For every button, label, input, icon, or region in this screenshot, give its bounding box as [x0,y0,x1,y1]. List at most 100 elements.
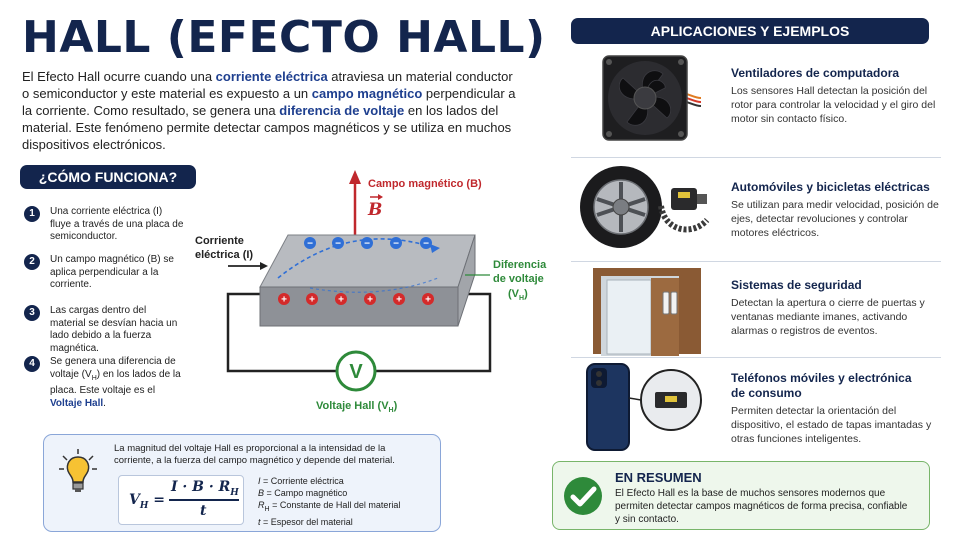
negative-charge-icon [304,237,316,249]
negative-charges: −−−−− [304,237,432,250]
page-title: HALL (EFECTO HALL) [22,12,546,63]
voltmeter-icon [335,350,377,392]
negative-charge-sign: − [393,239,399,250]
divider [571,357,941,358]
magnetic-field-label: Campo magnético (B) [368,178,482,190]
step-number: 3 [24,305,40,321]
app-item-phone: Teléfonos móviles y electrónica de consu… [571,362,941,454]
positive-charge-icon [393,293,405,305]
car-wheel-icon [580,166,710,248]
app-item-security: Sistemas de seguridad Detectan la apertu… [571,268,941,356]
app-title: Ventiladores de computadora [731,66,900,80]
positive-charge-sign: + [338,295,344,306]
negative-charge-sign: − [423,239,429,250]
negative-charge-sign: − [307,239,313,250]
step-number: 2 [24,254,40,270]
voltage-difference-label-2: de voltaje [493,273,544,285]
hall-voltage-formula: VH = I · B · RH t [118,475,244,525]
current-label-1: Corriente [195,235,244,247]
hall-voltage-label: Voltaje Hall (VH) [316,400,398,414]
magnetic-field-symbol: B [367,200,382,220]
intro-paragraph: El Efecto Hall ocurre cuando una corrien… [22,68,522,153]
positive-charge-icon [422,293,434,305]
app-description: Se utilizan para medir velocidad, posici… [731,199,939,239]
summary-text: El Efecto Hall es la base de muchos sens… [615,488,908,525]
app-title: Automóviles y bicicletas eléctricas [731,180,930,194]
computer-fan-icon [602,55,702,141]
formula-legend: I = Corriente eléctrica B = Campo magnét… [258,475,400,528]
voltmeter-symbol: V [349,361,363,383]
legend-item: t = Espesor del material [258,516,353,527]
intro-highlight-current: corriente eléctrica [215,69,328,84]
app-description: Los sensores Hall detectan la posición d… [731,85,936,125]
positive-charge-sign: + [425,295,431,306]
step-text: Se genera una diferencia de voltaje (VH)… [50,356,181,409]
voltage-difference-label-3: (VH) [508,288,528,302]
formula-numerator: I · B · RH [171,479,239,498]
lightbulb-icon [59,449,97,492]
hall-effect-diagram: Campo magnético (B) B Corriente eléctric… [195,170,547,414]
step-1: 1 Una corriente eléctrica (I) fluye a tr… [24,206,184,244]
door-sensor-icon [593,268,701,356]
semiconductor-slab-front [259,286,459,327]
positive-charges: + + + + + + [278,293,434,306]
negative-charge-icon [361,237,373,249]
positive-charge-sign: + [367,295,373,306]
positive-charge-sign: + [281,295,287,306]
applications-heading: APLICACIONES Y EJEMPLOS [571,18,929,44]
positive-charge-sign: + [396,295,402,306]
electron-path-secondary [309,277,439,293]
intro-highlight-field: campo magnético [311,86,423,101]
positive-charge-icon [335,293,347,305]
fraction-bar [169,499,239,501]
divider [571,157,941,158]
step-2: 2 Un campo magnético (B) se aplica perpe… [24,254,184,292]
intro-text: en los lados del material. Este fenómeno… [22,103,512,152]
intro-text: atraviesa un material conductor o semico… [22,69,513,101]
negative-charge-icon [420,237,432,249]
electron-path [277,238,436,279]
step-text: Un campo magnético (B) se aplica perpend… [50,254,174,290]
circuit-wire-left [226,292,336,373]
positive-charge-icon [364,293,376,305]
magnetic-field-arrowhead [349,170,361,184]
negative-charge-icon [390,237,402,249]
app-title: Teléfonos móviles y electrónica [731,371,912,385]
divider [571,261,941,262]
app-description: Permiten detectar la orientación del dis… [731,405,932,445]
intro-text: El Efecto Hall ocurre cuando una [22,69,216,84]
app-description: Detectan la apertura o cierre de puertas… [731,297,925,337]
semiconductor-slab-side [457,234,476,327]
summary-title: EN RESUMEN [615,470,702,485]
app-item-vehicle: Automóviles y bicicletas eléctricas Se u… [571,162,941,260]
formula-note: La magnitud del voltaje Hall es proporci… [114,443,395,466]
smartphone-icon [586,363,702,451]
negative-charge-icon [332,237,344,249]
legend-item: RH = Constante de Hall del material [258,500,401,513]
step-text: Una corriente eléctrica (I) fluye a trav… [50,206,184,242]
summary-box: EN RESUMEN El Efecto Hall es la base de … [552,461,930,530]
negative-charge-sign: − [335,239,341,250]
current-label-2: eléctrica (I) [195,249,253,261]
step-4: 4 Se genera una diferencia de voltaje (V… [24,356,184,410]
app-item-fan: Ventiladores de computadora Los sensores… [571,52,941,152]
legend-item: I = Corriente eléctrica [258,476,344,486]
positive-charge-icon [278,293,290,305]
positive-charge-sign: + [309,295,315,306]
voltage-difference-label-1: Diferencia [493,259,547,271]
step-number: 1 [24,206,40,222]
electron-path-arrowhead [430,244,440,253]
vector-arrowhead [378,194,383,200]
step-number: 4 [24,356,40,372]
legend-item: B = Campo magnético [258,488,348,498]
app-title-line-2: de consumo [731,386,802,400]
formula-denominator: t [200,503,207,519]
circuit-wire-right [376,292,492,373]
app-title: Sistemas de seguridad [731,278,862,292]
step-3: 3 Las cargas dentro del material se desv… [24,305,184,355]
how-it-works-heading: ¿CÓMO FUNCIONA? [20,165,196,189]
positive-charge-icon [306,293,318,305]
formula-box: La magnitud del voltaje Hall es proporci… [43,434,441,532]
intro-text: perpendicular a la corriente. Como resul… [22,86,516,118]
current-arrowhead [260,262,268,270]
